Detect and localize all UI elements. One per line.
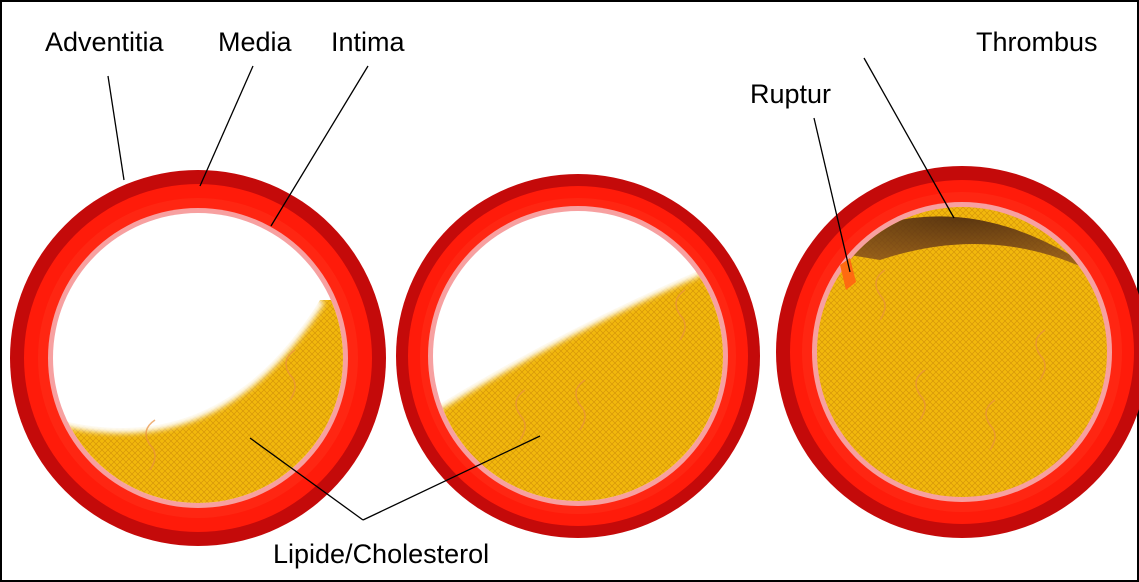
thrombus-label: Thrombus xyxy=(976,27,1098,57)
lipid-cholesterol-label: Lipide/Cholesterol xyxy=(273,539,489,569)
ruptur-label: Ruptur xyxy=(750,79,831,109)
adventitia-leader xyxy=(108,76,124,180)
vessel-cross-section-2 xyxy=(396,174,760,538)
intima-leader xyxy=(271,66,368,226)
adventitia-label: Adventitia xyxy=(45,27,165,57)
vessel-cross-section-1 xyxy=(10,170,386,546)
intima-label: Intima xyxy=(331,27,406,57)
media-leader xyxy=(200,66,253,186)
media-label: Media xyxy=(218,27,293,57)
vessel-cross-section-3 xyxy=(776,166,1139,538)
